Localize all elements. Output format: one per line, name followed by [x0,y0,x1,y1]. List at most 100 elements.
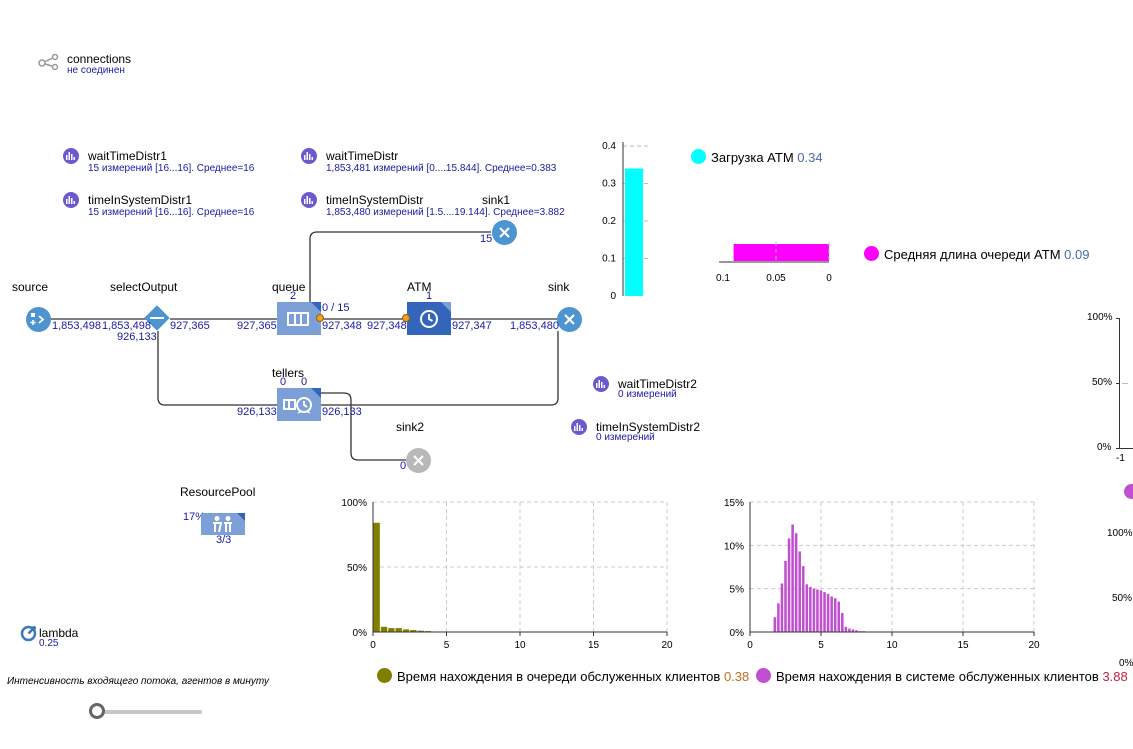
tellers-corner [311,388,321,398]
tellers-in-count: 926,133 [237,406,277,418]
sink2-label: sink2 [396,420,425,434]
stat-timeInSystemDistr[interactable]: timeInSystemDistr 1,853,480 измерений [1… [301,192,591,220]
bar [841,612,844,632]
atm-label: ATM [407,280,432,294]
bar [823,592,826,632]
tick-label: 5% [730,585,745,596]
legend-dot-cyan [691,149,706,164]
bar [791,524,794,632]
stat-info: 15 измерений [16...16]. Среднее=16 [88,163,255,174]
source-out-count: 1,853,498 [52,320,101,332]
sink1-block[interactable] [492,220,517,245]
queue-in-count: 927,365 [237,320,277,332]
lambda-name: lambda [39,626,79,640]
atm-count: 1 [426,290,433,302]
bar [837,601,841,632]
bar [798,551,801,632]
queue-out-port[interactable] [316,314,324,322]
tick-label: 20 [1028,640,1040,651]
connections-title: connections [67,52,132,66]
stat-name: timeInSystemDistr [326,193,424,207]
source-block[interactable] [26,307,51,332]
resourcepool-label: ResourcePool [180,485,256,499]
stat-timeInSystemDistr1[interactable]: timeInSystemDistr1 15 измерений [16...16… [63,192,283,220]
queue-corner [311,302,321,312]
atm-in-port[interactable] [402,314,410,322]
tick-label: 0% [1097,442,1112,453]
tick-label: 5 [818,640,824,651]
source-label: source [12,280,49,294]
tick-label: 0.1 [602,254,616,265]
sink-block[interactable] [557,307,582,332]
bar [373,522,380,632]
selectOutput-out-bottom: 926,133 [117,331,157,343]
histogram-icon [593,376,609,392]
stat-name: timeInSystemDistr2 [596,420,701,434]
bar [780,583,784,632]
stat-name: timeInSystemDistr1 [88,193,193,207]
lambda-parameter[interactable]: lambda 0.25 [20,624,100,649]
bar [410,630,417,632]
axis-line [1119,448,1133,449]
axis-tick [1116,383,1120,384]
tick-label: 0 [610,291,616,302]
tick-label: 0% [730,628,745,639]
stat-info: 0 измерений [596,432,655,443]
people-icon [213,516,232,533]
stat-waitTimeDistr[interactable]: waitTimeDistr 1,853,481 измерений [0....… [301,148,581,176]
resourcepool-block[interactable] [201,513,245,535]
stat-waitTimeDistr1[interactable]: waitTimeDistr1 15 измерений [16...16]. С… [63,148,283,176]
atm-load-chart: 00.10.20.30.4 [602,141,648,302]
stat-info: 0 измерений [618,389,677,400]
axis-tick [1116,318,1120,319]
stat-waitTimeDistr2[interactable]: waitTimeDistr2 0 измерений [593,376,713,404]
tick-label: 0% [353,628,368,639]
service-icon [283,397,312,414]
lambda-value: 0.25 [39,638,59,649]
partial-chart-top-right: 100% 50% 0% -1 [1080,310,1133,470]
tick-label: 0% [1119,658,1133,669]
bar [826,593,830,632]
legend-atm-load-text: Загрузка ATM 0.34 [711,150,823,165]
stat-info: 15 измерений [16...16]. Среднее=16 [88,207,255,218]
bar [805,584,809,632]
legend-system-time-text: Время нахождения в системе обслуженных к… [776,669,1128,684]
close-icon [499,227,510,238]
tick-label: 5 [444,640,450,651]
bar [784,560,787,632]
queue-count: 2 [290,290,297,302]
atm-block[interactable] [407,302,451,335]
axis-tick [1116,448,1120,449]
tellers-block[interactable] [277,388,321,421]
tick-label: 0.3 [602,179,616,190]
bar [801,566,805,632]
slider-caption: Интенсивность входящего потока, агентов … [7,676,269,687]
stat-info: 1,853,480 измерений [1.5....19.144]. Сре… [326,207,565,218]
resourcepool-corner [237,513,245,521]
slider-knob[interactable] [89,703,105,719]
tick-label: 10 [514,640,526,651]
legend-wait-time-text: Время нахождения в очереди обслуженных к… [397,669,750,684]
connections-widget[interactable]: connections не соединен [37,52,137,76]
histogram-icon [63,148,79,164]
sink2-block[interactable] [406,448,431,473]
bar [625,168,643,296]
selectOutput-in-count: 1,853,498 [102,320,151,332]
stat-info: 1,853,481 измерений [0....15.844]. Средн… [326,163,557,174]
atm-corner [441,302,451,312]
legend-queue-length-text: Средняя длина очереди ATM 0.09 [884,247,1090,262]
selectOutput-out-top: 927,365 [170,320,210,332]
stat-timeInSystemDistr2[interactable]: timeInSystemDistr2 0 измерений [571,419,711,447]
legend-dot-magenta [864,246,879,261]
tick-label: 0 [826,273,832,284]
tick-label: 0.05 [766,273,786,284]
bar [833,598,837,632]
tick-label: 10% [724,541,744,552]
queue-block[interactable] [277,302,321,335]
connections-status: не соединен [67,65,125,76]
tick-label: 0 [370,640,376,651]
slider-track[interactable] [100,710,202,714]
